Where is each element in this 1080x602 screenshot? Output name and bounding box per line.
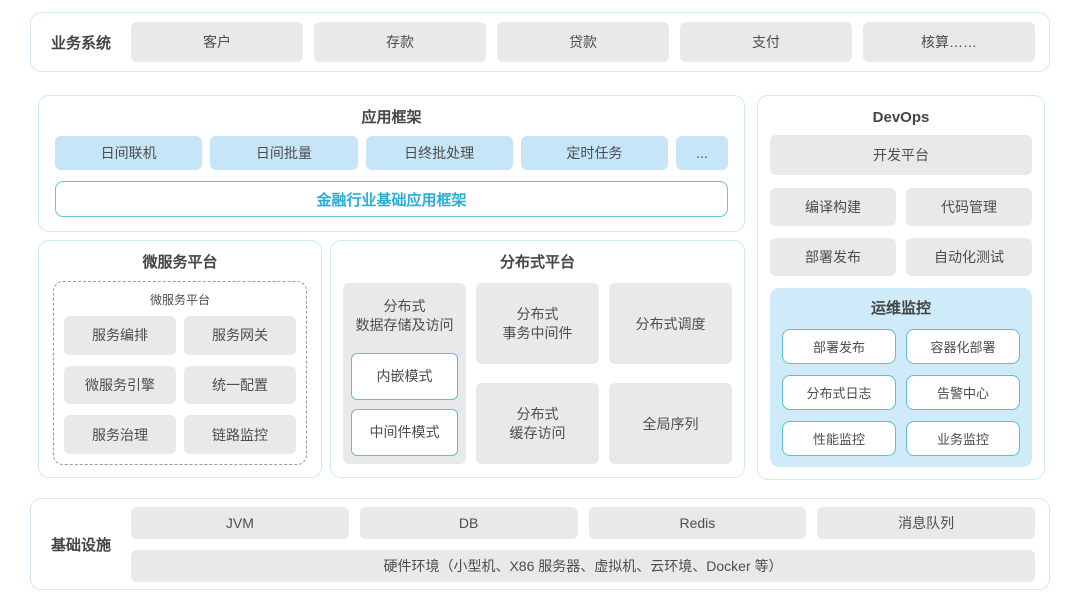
- distributed-grid: 分布式 数据存储及访问 内嵌模式 中间件模式 分布式 事务中间件 分布式调度 分…: [343, 283, 732, 464]
- microservice-inner-label: 微服务平台: [149, 293, 210, 307]
- hardware-environment-box: 硬件环境（小型机、X86 服务器、虚拟机、云环境、Docker 等）: [131, 549, 1035, 582]
- microservice-platform-panel: 微服务平台 微服务平台 服务编排 服务网关 微服务引擎 统一配置 服务治理 链路…: [38, 240, 322, 478]
- infra-message-queue: 消息队列: [817, 506, 1035, 539]
- ops-monitoring-panel: 运维监控 部署发布 容器化部署 分布式日志 告警中心 性能监控 业务监控: [770, 288, 1032, 467]
- microservice-platform-title: 微服务平台: [142, 254, 218, 271]
- devops-auto-test: 自动化测试: [906, 238, 1032, 276]
- global-sequence: 全局序列: [609, 383, 732, 464]
- business-item-deposit: 存款: [314, 22, 486, 62]
- svc-gateway: 服务网关: [184, 316, 296, 355]
- infrastructure-row: JVM DB Redis 消息队列: [131, 506, 1035, 539]
- business-system-row: 客户 存款 贷款 支付 核算……: [131, 22, 1035, 62]
- business-item-customer: 客户: [131, 22, 303, 62]
- app-framework-panel: 应用框架 日间联机 日间批量 日终批处理 定时任务 ... 金融行业基础应用框架: [38, 95, 745, 232]
- module-daytime-batch: 日间批量: [210, 136, 358, 170]
- distributed-cache-access: 分布式 缓存访问: [476, 383, 599, 464]
- infrastructure-content: JVM DB Redis 消息队列 硬件环境（小型机、X86 服务器、虚拟机、云…: [131, 506, 1035, 582]
- distributed-storage-box: 分布式 数据存储及访问 内嵌模式 中间件模式: [343, 283, 466, 464]
- module-daytime-online: 日间联机: [55, 136, 203, 170]
- infra-jvm: JVM: [131, 506, 349, 539]
- embedded-mode-box: 内嵌模式: [351, 352, 458, 400]
- business-system-label: 业务系统: [50, 34, 111, 52]
- business-item-accounting: 核算……: [863, 22, 1035, 62]
- devops-code-mgmt: 代码管理: [906, 188, 1032, 226]
- monitor-alert-center: 告警中心: [906, 375, 1020, 410]
- distributed-transaction-middleware: 分布式 事务中间件: [476, 283, 599, 364]
- distributed-storage-title: 分布式 数据存储及访问: [355, 298, 454, 333]
- svc-governance: 服务治理: [64, 415, 176, 454]
- distributed-scheduler: 分布式调度: [609, 283, 732, 364]
- svc-trace-monitor: 链路监控: [184, 415, 296, 454]
- monitor-business: 业务监控: [906, 421, 1020, 456]
- module-ellipsis: ...: [676, 136, 728, 170]
- devops-panel: DevOps 开发平台 编译构建 代码管理 部署发布 自动化测试 运维监控 部署…: [757, 95, 1045, 480]
- monitor-performance: 性能监控: [782, 421, 896, 456]
- devops-tools-grid: 编译构建 代码管理 部署发布 自动化测试: [770, 188, 1032, 276]
- devops-title: DevOps: [872, 109, 930, 126]
- monitor-deploy: 部署发布: [782, 329, 896, 364]
- monitor-distributed-log: 分布式日志: [782, 375, 896, 410]
- app-framework-modules: 日间联机 日间批量 日终批处理 定时任务 ...: [55, 136, 728, 170]
- devops-deploy: 部署发布: [770, 238, 896, 276]
- ops-monitoring-grid: 部署发布 容器化部署 分布式日志 告警中心 性能监控 业务监控: [782, 329, 1020, 456]
- microservice-grid: 服务编排 服务网关 微服务引擎 统一配置 服务治理 链路监控: [64, 316, 296, 454]
- business-item-payment: 支付: [680, 22, 852, 62]
- infrastructure-panel: 基础设施 JVM DB Redis 消息队列 硬件环境（小型机、X86 服务器、…: [30, 498, 1050, 590]
- distributed-platform-panel: 分布式平台 分布式 数据存储及访问 内嵌模式 中间件模式 分布式 事务中间件 分…: [330, 240, 745, 478]
- distributed-platform-title: 分布式平台: [499, 254, 575, 271]
- svc-unified-config: 统一配置: [184, 365, 296, 405]
- ops-monitoring-title: 运维监控: [870, 300, 931, 317]
- base-framework-box: 金融行业基础应用框架: [55, 181, 728, 217]
- svc-orchestration: 服务编排: [64, 316, 176, 355]
- microservice-inner-box: 微服务平台 服务编排 服务网关 微服务引擎 统一配置 服务治理 链路监控: [53, 281, 307, 465]
- module-eod-batch: 日终批处理: [365, 136, 513, 170]
- business-item-loan: 贷款: [497, 22, 669, 62]
- monitor-container-deploy: 容器化部署: [906, 329, 1020, 364]
- business-system-panel: 业务系统 客户 存款 贷款 支付 核算……: [30, 12, 1050, 72]
- infrastructure-label: 基础设施: [50, 536, 111, 554]
- infra-db: DB: [359, 506, 578, 539]
- infra-redis: Redis: [588, 506, 807, 539]
- module-scheduled-task: 定时任务: [520, 136, 668, 170]
- devops-dev-platform: 开发平台: [770, 135, 1032, 175]
- app-framework-title: 应用框架: [361, 109, 422, 126]
- svc-engine: 微服务引擎: [64, 365, 176, 405]
- middleware-mode-box: 中间件模式: [351, 408, 458, 456]
- devops-build: 编译构建: [770, 188, 896, 226]
